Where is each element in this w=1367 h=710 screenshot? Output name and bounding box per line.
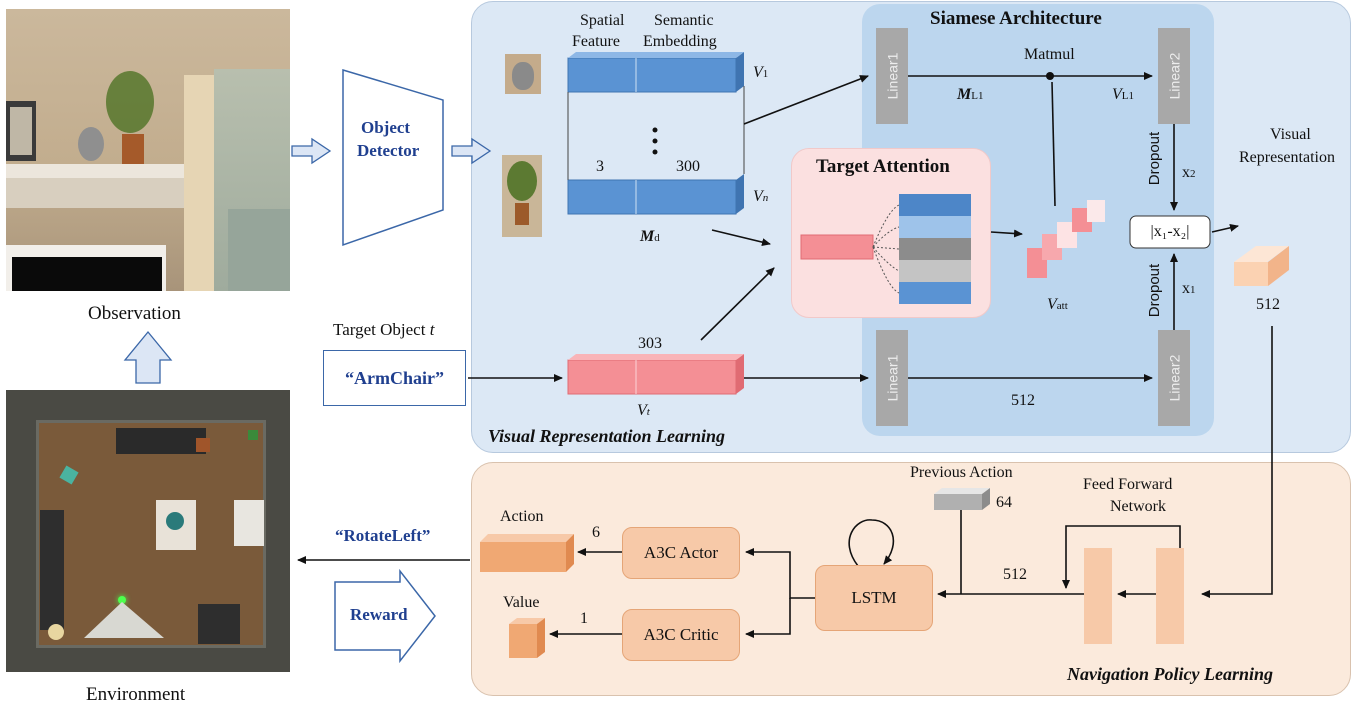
- detected-vase-crop: [505, 54, 541, 94]
- object-detector-label-1: Object: [361, 118, 411, 137]
- v1-label: V1: [753, 64, 769, 81]
- arrow-detector-to-crops: [451, 137, 492, 165]
- linear2-top-label: Linear2: [1166, 52, 1183, 100]
- target-vector-vt: [567, 359, 737, 395]
- nav-512: 512: [1003, 566, 1027, 583]
- previous-action-dim: 64: [996, 494, 1012, 511]
- vrl-title: Visual Representation Learning: [488, 426, 726, 446]
- attention-key-1: [899, 194, 971, 216]
- x2-label: x2: [1182, 164, 1196, 181]
- linear2-top: [1158, 28, 1190, 124]
- ml1-label: ML1: [957, 86, 984, 103]
- vn-label: Vn: [753, 188, 769, 205]
- linear2-bottom: [1158, 330, 1190, 426]
- detected-plant-crop: [502, 155, 542, 237]
- semantic-embedding-label-1: Semantic: [654, 12, 714, 29]
- lstm-box: LSTM: [815, 565, 933, 631]
- vatt-label: Vatt: [1047, 296, 1068, 313]
- value-label: Value: [503, 594, 540, 611]
- feature-row-n: [567, 179, 737, 215]
- dropout-bottom-label: Dropout: [1146, 263, 1164, 318]
- ffn-label-1: Feed Forward: [1083, 476, 1173, 493]
- linear1-bottom: [876, 330, 908, 426]
- attention-key-3: [899, 238, 971, 260]
- reward-label: Reward: [350, 605, 408, 624]
- matmul-label: Matmul: [1024, 46, 1075, 63]
- visual-rep-label-2: Representation: [1239, 149, 1335, 166]
- observation-image: [6, 9, 290, 291]
- attention-query: [800, 234, 874, 260]
- vatt-cubes: [1027, 200, 1105, 278]
- dropout-top-label: Dropout: [1146, 131, 1164, 186]
- spatial-feature-label-1: Spatial: [580, 12, 625, 29]
- vt-dim: 303: [638, 335, 662, 352]
- rotate-left-label: “RotateLeft”: [335, 526, 431, 545]
- siamese-title: Siamese Architecture: [930, 8, 1102, 29]
- value-dim: 1: [580, 610, 588, 627]
- visual-representation-vector: [1234, 262, 1268, 286]
- linear2-bottom-label: Linear2: [1166, 354, 1183, 402]
- attention-key-4: [899, 260, 971, 282]
- environment-image: [6, 390, 290, 672]
- ffn-layer-2: [1156, 548, 1184, 644]
- vl1-label: VL1: [1112, 86, 1135, 103]
- ellipsis-dot: [652, 138, 658, 144]
- target-object-value: “ArmChair”: [345, 367, 444, 388]
- attention-key-5: [899, 282, 971, 304]
- dim-semantic: 300: [676, 158, 700, 175]
- semantic-embedding-label-2: Embedding: [643, 33, 717, 50]
- action-vector: [480, 542, 566, 572]
- md-label: Md: [640, 228, 660, 245]
- vt-label: Vt: [637, 402, 650, 419]
- ellipsis-dot: [652, 127, 658, 133]
- target-object-label: Target Object t: [333, 320, 435, 339]
- dim-spatial: 3: [596, 158, 604, 175]
- action-dim: 6: [592, 524, 600, 541]
- visual-rep-dim: 512: [1256, 296, 1280, 313]
- previous-action-vector: [934, 494, 982, 510]
- visual-rep-label-1: Visual: [1270, 126, 1311, 143]
- object-detector-label-2: Detector: [357, 141, 420, 160]
- feature-row-1: [567, 57, 737, 93]
- arrow-obs-to-detector: [291, 137, 332, 165]
- difference-box: [1129, 215, 1211, 249]
- ellipsis-dot: [652, 149, 658, 155]
- target-object-box: “ArmChair”: [323, 350, 466, 406]
- attention-key-2: [899, 216, 971, 238]
- observation-label: Observation: [88, 303, 181, 324]
- difference-label: |x₁-x₂|: [1150, 223, 1190, 240]
- siamese-512: 512: [1011, 392, 1035, 409]
- action-label: Action: [500, 508, 544, 525]
- reward-arrow: [334, 568, 436, 664]
- environment-label: Environment: [86, 684, 186, 705]
- x1-label: x1: [1182, 280, 1196, 297]
- nav-title: Navigation Policy Learning: [1067, 664, 1273, 684]
- arrow-env-to-obs: [123, 330, 173, 384]
- ffn-label-2: Network: [1110, 498, 1166, 515]
- object-detector-shape: [342, 68, 444, 247]
- linear1-top-label: Linear1: [884, 52, 901, 100]
- previous-action-label: Previous Action: [910, 464, 1013, 481]
- target-attention-title: Target Attention: [816, 156, 950, 177]
- ffn-layer-1: [1084, 548, 1112, 644]
- linear1-top: [876, 28, 908, 124]
- spatial-feature-label-2: Feature: [572, 33, 620, 50]
- a3c-critic-box: A3C Critic: [622, 609, 740, 661]
- linear1-bottom-label: Linear1: [884, 354, 901, 402]
- value-cube: [509, 624, 537, 658]
- a3c-actor-box: A3C Actor: [622, 527, 740, 579]
